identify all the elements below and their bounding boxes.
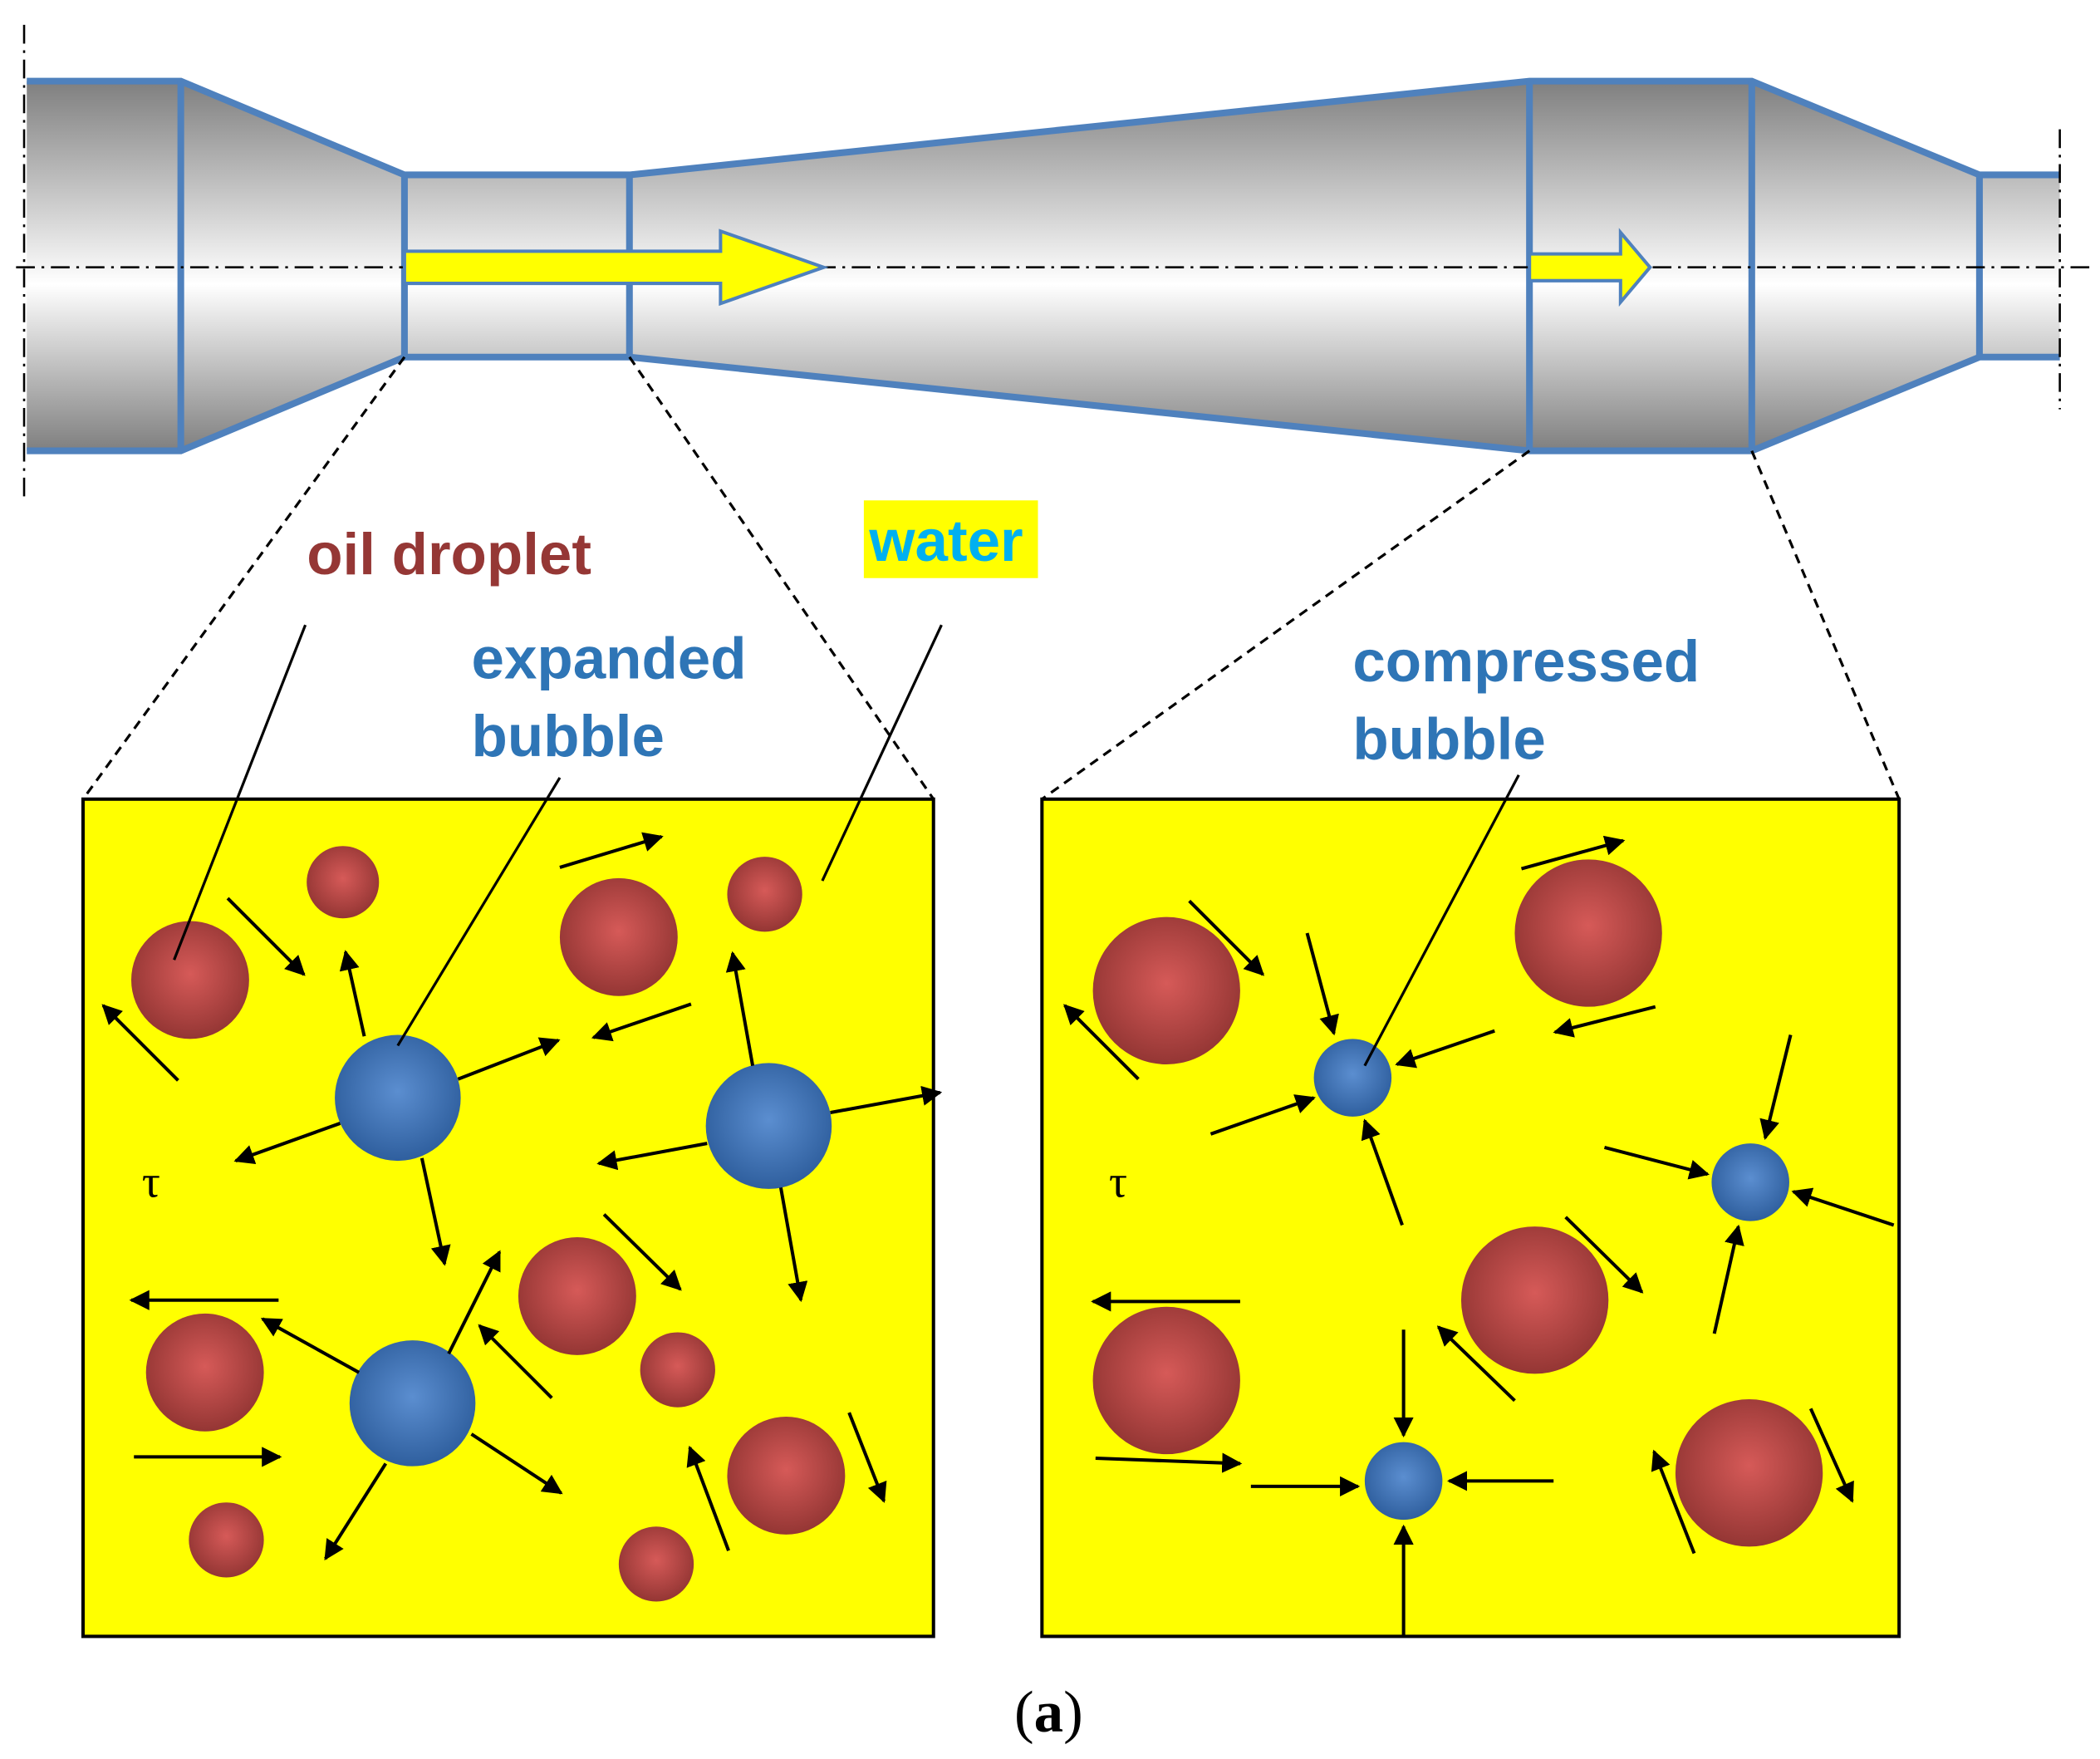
velocity-arrow-icon: [478, 1324, 553, 1399]
velocity-arrow-icon: [1651, 1449, 1696, 1555]
velocity-arrow-icon: [447, 1250, 502, 1355]
velocity-arrow-icon: [1063, 1004, 1140, 1081]
oil-droplet-icon: [727, 1417, 846, 1535]
velocity-arrow-icon: [1564, 1216, 1644, 1294]
oil-droplet-icon: [1460, 1226, 1609, 1374]
velocity-arrow-icon: [847, 1412, 887, 1503]
velocity-arrow-icon: [233, 1122, 341, 1165]
zoom-guide-line: [1041, 450, 1531, 801]
oil-droplet-icon: [640, 1332, 715, 1408]
velocity-arrow-icon: [457, 1037, 561, 1081]
pipe-top-wall: [27, 77, 2060, 179]
leader-line: [1363, 774, 1520, 1067]
oil-droplet-icon: [518, 1236, 636, 1355]
compressed-bubble-label-line1: compressed: [1352, 629, 1700, 695]
velocity-arrow-icon: [420, 1157, 451, 1266]
velocity-arrow-icon: [339, 950, 366, 1037]
oil-droplet-icon: [189, 1502, 264, 1578]
velocity-arrow-icon: [470, 1432, 563, 1495]
pipe-body: [27, 81, 2060, 451]
oil-droplet-icon: [145, 1313, 264, 1432]
velocity-arrow-icon: [260, 1317, 361, 1374]
velocity-arrow-icon: [1305, 932, 1339, 1036]
pipe-bottom-wall: [27, 353, 2060, 454]
oil-droplet-icon: [1514, 859, 1662, 1007]
gas-bubble-icon: [1711, 1143, 1789, 1221]
venturi-pipe: [16, 24, 2090, 504]
oil-droplet-icon: [1092, 916, 1240, 1064]
oil-droplets: [131, 846, 846, 1602]
velocity-arrow-icon: [1759, 1034, 1793, 1141]
velocity-arrow-icon: [602, 1213, 682, 1291]
figure-caption: (a): [1014, 1680, 1083, 1745]
velocity-arrow-icon: [1712, 1224, 1744, 1334]
velocity-arrow-icon: [1209, 1094, 1316, 1136]
velocity-arrow-icon: [559, 832, 664, 869]
velocity-arrow-icon: [830, 1085, 943, 1115]
velocity-arrow-icon: [686, 1445, 730, 1551]
gas-bubble-icon: [1313, 1039, 1392, 1117]
velocity-arrow-icon: [725, 951, 755, 1066]
diffuser-zoom-panel: τ: [1040, 797, 1901, 1639]
velocity-arrow-icon: [226, 897, 306, 976]
flow-direction-arrow-icon: [1528, 228, 1652, 307]
oil-droplet-icon: [307, 846, 380, 919]
leader-line: [821, 624, 943, 882]
velocity-arrow-icon: [1553, 1005, 1656, 1038]
velocity-arrow-icon: [1603, 1145, 1710, 1180]
zoom-guide-line: [1750, 450, 1901, 800]
shear-stress-symbol: τ: [142, 1157, 160, 1207]
gas-bubble-icon: [349, 1340, 476, 1467]
shear-stress-symbol: τ: [1109, 1157, 1127, 1207]
velocity-arrow-icon: [1520, 835, 1626, 871]
oil-droplet-icon: [618, 1526, 694, 1602]
throat-zoom-panel: τ: [81, 797, 943, 1639]
oil-droplet-label: oil droplet: [307, 522, 591, 587]
velocity-arrow-icon: [596, 1142, 708, 1171]
velocity-arrow-icon: [1095, 1452, 1243, 1473]
oil-droplets: [1092, 859, 1823, 1547]
velocity-arrow-icon: [101, 1004, 179, 1082]
gas-bubble-icon: [335, 1034, 461, 1162]
velocity-arrow-icon: [324, 1462, 388, 1560]
velocity-arrow-icon: [1361, 1118, 1404, 1226]
water-label-highlight: [863, 500, 1038, 578]
zoom-guide-line: [81, 356, 406, 800]
leader-line: [173, 624, 307, 961]
velocity-arrow-icon: [1808, 1408, 1854, 1503]
oil-droplet-icon: [559, 877, 678, 996]
gas-bubble-icon: [1364, 1442, 1443, 1521]
zoom-guide-line: [628, 356, 935, 800]
gas-bubbles: [335, 1034, 832, 1467]
velocity-arrow-icon: [591, 1002, 692, 1042]
velocity-arrow-icon: [1436, 1325, 1516, 1403]
leader-line: [396, 777, 562, 1047]
oil-droplet-icon: [1675, 1399, 1823, 1547]
velocity-arrow-icon: [1791, 1187, 1895, 1227]
compressed-bubble-label-line2: bubble: [1352, 706, 1545, 772]
oil-droplet-icon: [727, 857, 802, 932]
velocity-arrow-icon: [778, 1187, 808, 1303]
gas-bubbles: [1313, 1039, 1789, 1521]
oil-droplet-icon: [1092, 1306, 1240, 1455]
velocity-arrow-icon: [1188, 899, 1265, 976]
expanded-bubble-label-line1: expanded: [472, 626, 747, 692]
oil-droplet-icon: [131, 921, 249, 1039]
flow-direction-arrow-icon: [402, 228, 829, 307]
expanded-bubble-label-line2: bubble: [472, 704, 665, 769]
gas-bubble-icon: [705, 1063, 832, 1189]
velocity-arrow-icon: [1395, 1029, 1495, 1069]
water-label: water: [868, 509, 1023, 574]
